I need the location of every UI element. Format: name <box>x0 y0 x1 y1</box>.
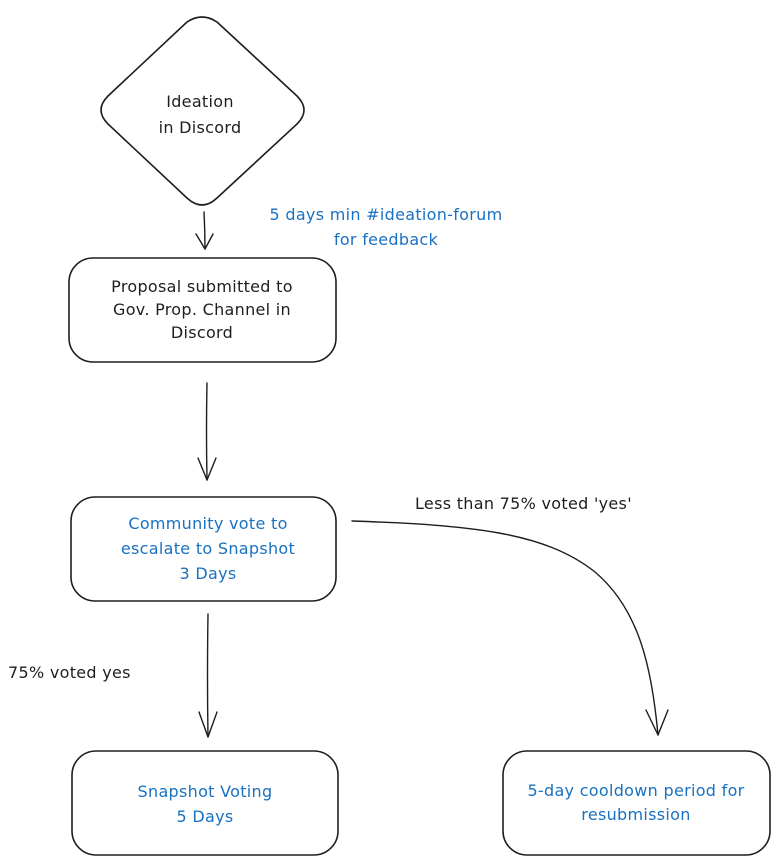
rounded-box <box>70 496 337 602</box>
ideation-line-2: in Discord <box>159 118 242 137</box>
arrow-ideation-to-proposal <box>195 211 214 250</box>
ideation-to-proposal-label: 5 days min #ideation-forum for feedback <box>270 205 503 249</box>
arrow-proposal-to-community-vote <box>197 382 217 481</box>
vote-to-snapshot-line-1: 75% voted yes <box>8 663 131 682</box>
community-vote-line-3: 3 Days <box>180 564 237 583</box>
community-vote-label: Community vote to escalate to Snapshot 3 D… <box>121 514 295 583</box>
node-snapshot-voting: Snapshot Voting 5 Days <box>71 750 339 856</box>
ideation-label: Ideation in Discord <box>159 92 242 137</box>
proposal-line-1: Proposal submitted to <box>111 277 293 296</box>
node-community-vote: Community vote to escalate to Snapshot 3 D… <box>70 496 337 602</box>
proposal-line-2: Gov. Prop. Channel in <box>113 300 291 319</box>
proposal-line-3: Discord <box>171 323 233 342</box>
node-proposal: Proposal submitted to Gov. Prop. Channel … <box>68 257 337 363</box>
node-ideation: Ideation in Discord <box>100 16 305 206</box>
vote-to-cooldown-line-1: Less than 75% voted 'yes' <box>415 494 632 513</box>
vote-to-cooldown-label: Less than 75% voted 'yes' <box>415 494 632 513</box>
arrow-community-vote-to-snapshot-voting <box>198 613 218 738</box>
cooldown-line-1: 5-day cooldown period for <box>527 781 744 800</box>
community-vote-line-2: escalate to Snapshot <box>121 539 295 558</box>
proposal-label: Proposal submitted to Gov. Prop. Channel … <box>111 277 293 342</box>
snapshot-voting-line-1: Snapshot Voting <box>138 782 273 801</box>
edge-labels: 5 days min #ideation-forum for feedback L… <box>8 205 632 682</box>
ideation-to-proposal-line-1: 5 days min #ideation-forum <box>270 205 503 224</box>
vote-to-snapshot-label: 75% voted yes <box>8 663 131 682</box>
rounded-box <box>502 750 771 856</box>
snapshot-voting-line-2: 5 Days <box>177 807 234 826</box>
connectors <box>195 211 669 738</box>
diamond-shape <box>100 16 305 206</box>
cooldown-line-2: resubmission <box>581 805 690 824</box>
ideation-line-1: Ideation <box>166 92 234 111</box>
arrow-community-vote-to-cooldown <box>351 520 669 736</box>
community-vote-line-1: Community vote to <box>128 514 287 533</box>
snapshot-voting-label: Snapshot Voting 5 Days <box>138 782 273 826</box>
cooldown-label: 5-day cooldown period for resubmission <box>527 781 744 824</box>
ideation-to-proposal-line-2: for feedback <box>334 230 439 249</box>
rounded-box <box>68 257 337 363</box>
rounded-box <box>71 750 339 856</box>
node-cooldown: 5-day cooldown period for resubmission <box>502 750 771 856</box>
